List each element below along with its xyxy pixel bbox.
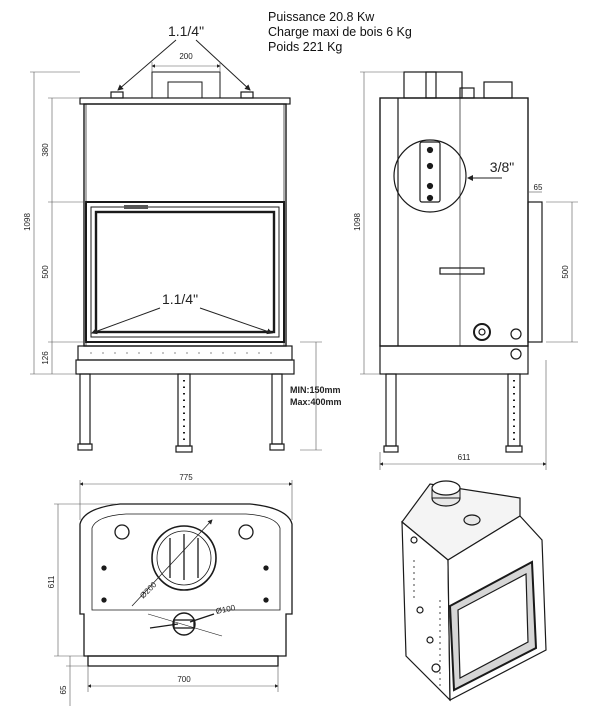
- side-dim-depth: 611: [458, 453, 471, 462]
- front-dim-top-width: 200: [179, 52, 193, 61]
- front-leg-max: Max:400mm: [290, 397, 342, 407]
- isometric-view: [401, 480, 547, 702]
- top-dim-front: 65: [59, 685, 68, 694]
- top-dimensions: [54, 480, 293, 706]
- side-pipe-label: 3/8": [490, 159, 514, 175]
- front-dim-upper: 380: [41, 143, 50, 157]
- front-leg-min: MIN:150mm: [290, 385, 341, 395]
- top-dim-width-top: 775: [179, 473, 193, 482]
- top-inlet-diameter: Ø100: [215, 603, 237, 616]
- front-view: [75, 71, 295, 453]
- spec-block: Puissance 20.8 Kw Charge maxi de bois 6 …: [268, 10, 412, 55]
- front-dim-lower: 126: [41, 351, 50, 365]
- spec-max-wood: Charge maxi de bois 6 Kg: [268, 25, 412, 39]
- side-view: [379, 71, 543, 453]
- top-view-diameter-lines: [131, 519, 213, 607]
- front-dimensions: [30, 62, 322, 451]
- spec-power: Puissance 20.8 Kw: [268, 10, 375, 24]
- side-dim-panel: 500: [561, 265, 570, 279]
- side-dim-height-total: 1098: [353, 213, 362, 231]
- spec-weight: Poids 221 Kg: [268, 40, 343, 54]
- front-dim-glass: 500: [41, 265, 50, 279]
- top-flue-diameter: Ø200: [138, 580, 159, 601]
- top-dim-width-bottom: 700: [177, 675, 191, 684]
- side-dimensions: [360, 71, 578, 470]
- front-dim-height-total: 1098: [23, 213, 32, 231]
- front-pipe-top-label: 1.1/4": [168, 23, 204, 39]
- front-pipe-arrows: [91, 39, 273, 335]
- top-view: [79, 503, 293, 667]
- side-dim-offset: 65: [534, 183, 543, 192]
- top-dim-depth: 611: [47, 575, 56, 588]
- front-pipe-bottom-label: 1.1/4": [162, 291, 198, 307]
